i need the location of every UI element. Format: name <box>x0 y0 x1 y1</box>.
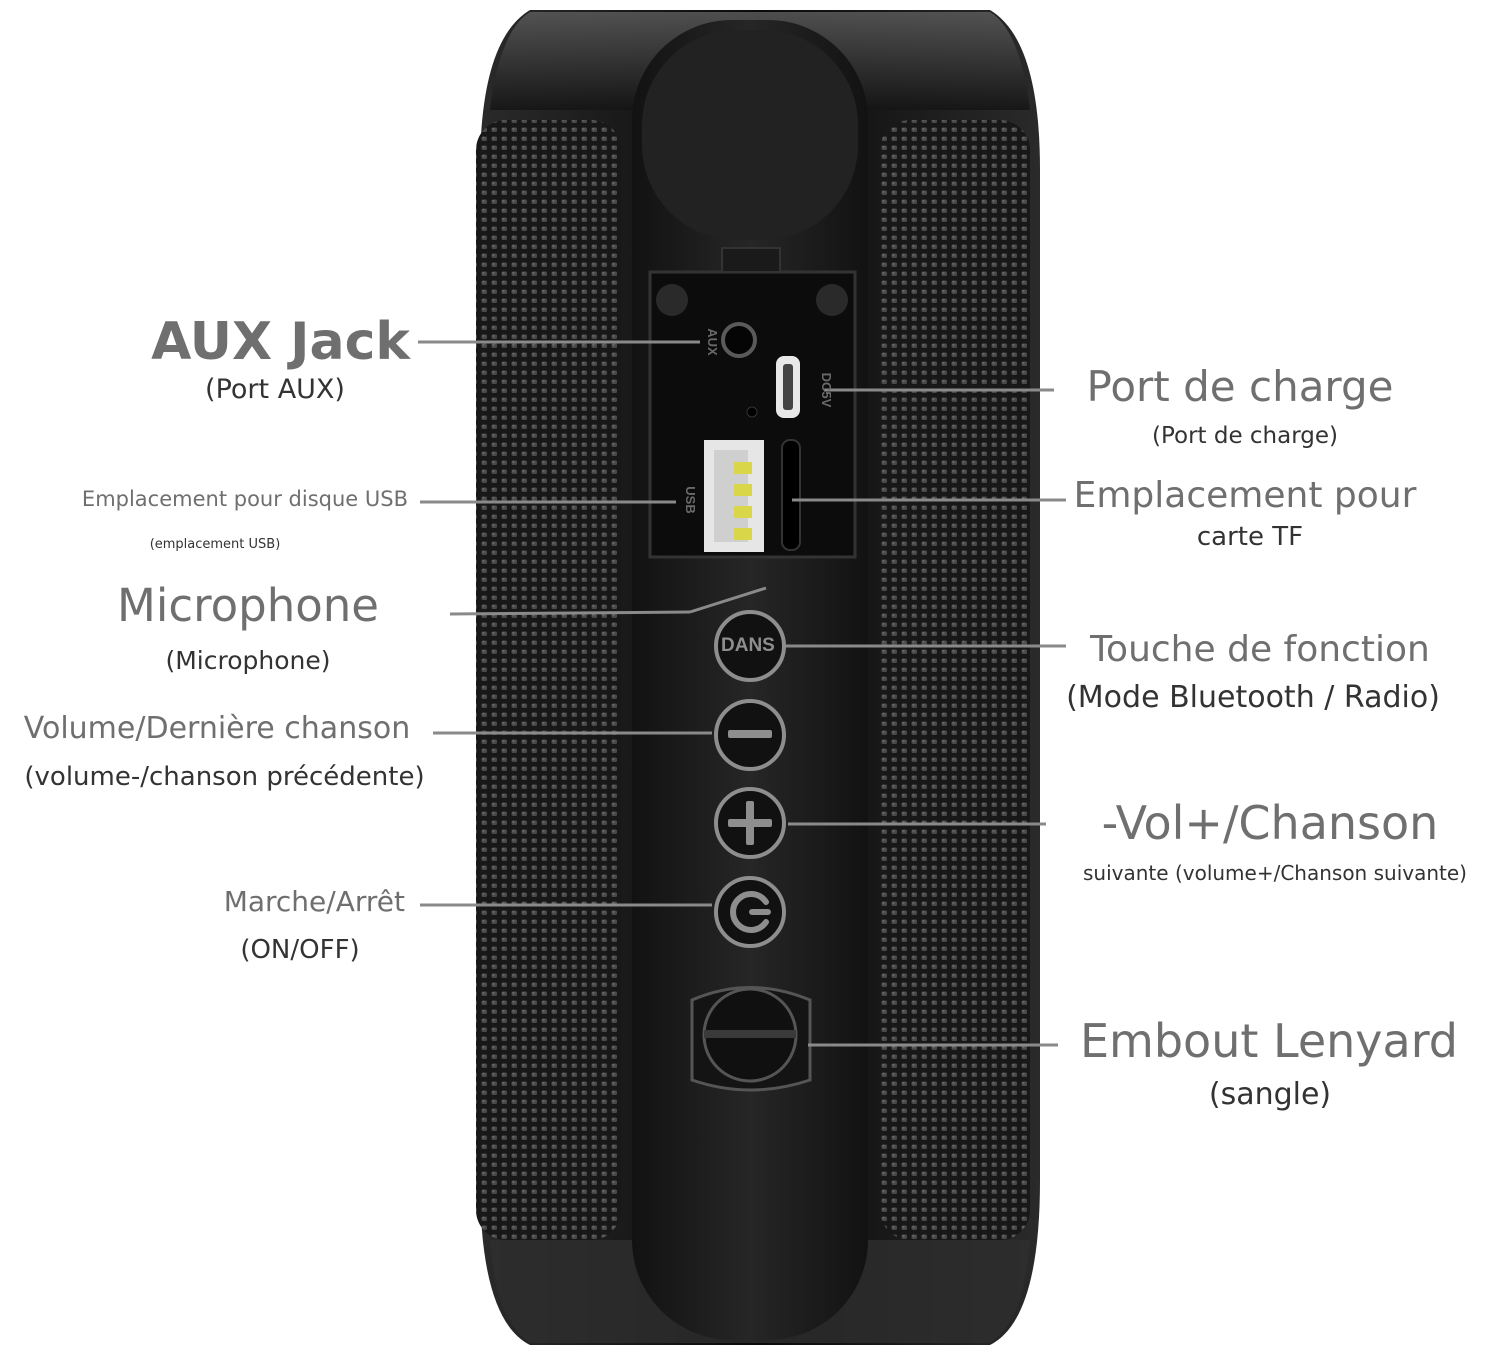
function-key-subtitle: (Mode Bluetooth / Radio) <box>1066 680 1440 715</box>
function-button[interactable] <box>714 610 786 682</box>
volume-down-title: Volume/Dernière chanson <box>23 711 411 746</box>
power-icon <box>730 891 771 933</box>
port-usb-marking: USB <box>683 486 698 513</box>
power-button[interactable] <box>714 876 786 948</box>
tf-slot-title: Emplacement pour <box>1073 475 1417 516</box>
right-grille <box>880 120 1030 1240</box>
lanyard-clip-icon <box>690 986 812 1092</box>
volume-up-subtitle: suivante (volume+/Chanson suivante) <box>1083 861 1467 885</box>
aux-jack-icon <box>721 322 757 358</box>
microphone-hole-icon <box>746 406 758 418</box>
volume-up-button[interactable] <box>714 787 786 859</box>
charge-port-title: Port de charge <box>1086 362 1394 411</box>
lanyard-title: Embout Lenyard <box>1079 1014 1459 1068</box>
function-key-title: Touche de fonction <box>1090 629 1430 670</box>
left-grille <box>476 120 621 1240</box>
aux-jack-subtitle: (Port AUX) <box>205 374 345 405</box>
panel-screw-left <box>656 284 688 316</box>
plus-icon <box>728 801 772 845</box>
volume-down-subtitle: (volume-/chanson précédente) <box>24 762 425 792</box>
volume-down-button[interactable] <box>714 699 786 771</box>
usb-slot-subtitle: (emplacement USB) <box>149 537 281 552</box>
power-title: Marche/Arrêt <box>223 885 405 918</box>
lanyard-subtitle: (sangle) <box>1208 1077 1332 1112</box>
function-button-label: DANS <box>721 635 775 656</box>
minus-icon <box>728 730 772 738</box>
panel-screw-right <box>816 284 848 316</box>
volume-up-title: -Vol+/Chanson <box>1101 796 1439 850</box>
microphone-title: Microphone <box>117 579 379 632</box>
power-subtitle: (ON/OFF) <box>240 935 360 965</box>
port-dc-marking: DC5V <box>819 373 834 408</box>
microphone-subtitle: (Microphone) <box>165 646 331 675</box>
charge-port-subtitle: (Port de charge) <box>1151 423 1339 449</box>
usb-slot-title: Emplacement pour disque USB <box>81 487 408 511</box>
tf-slot-icon <box>781 439 801 551</box>
port-aux-marking: AUX <box>705 328 720 356</box>
leader-line-mic <box>449 610 691 616</box>
aux-jack-title: AUX Jack <box>151 312 410 372</box>
tf-slot-subtitle: carte TF <box>1196 522 1304 552</box>
